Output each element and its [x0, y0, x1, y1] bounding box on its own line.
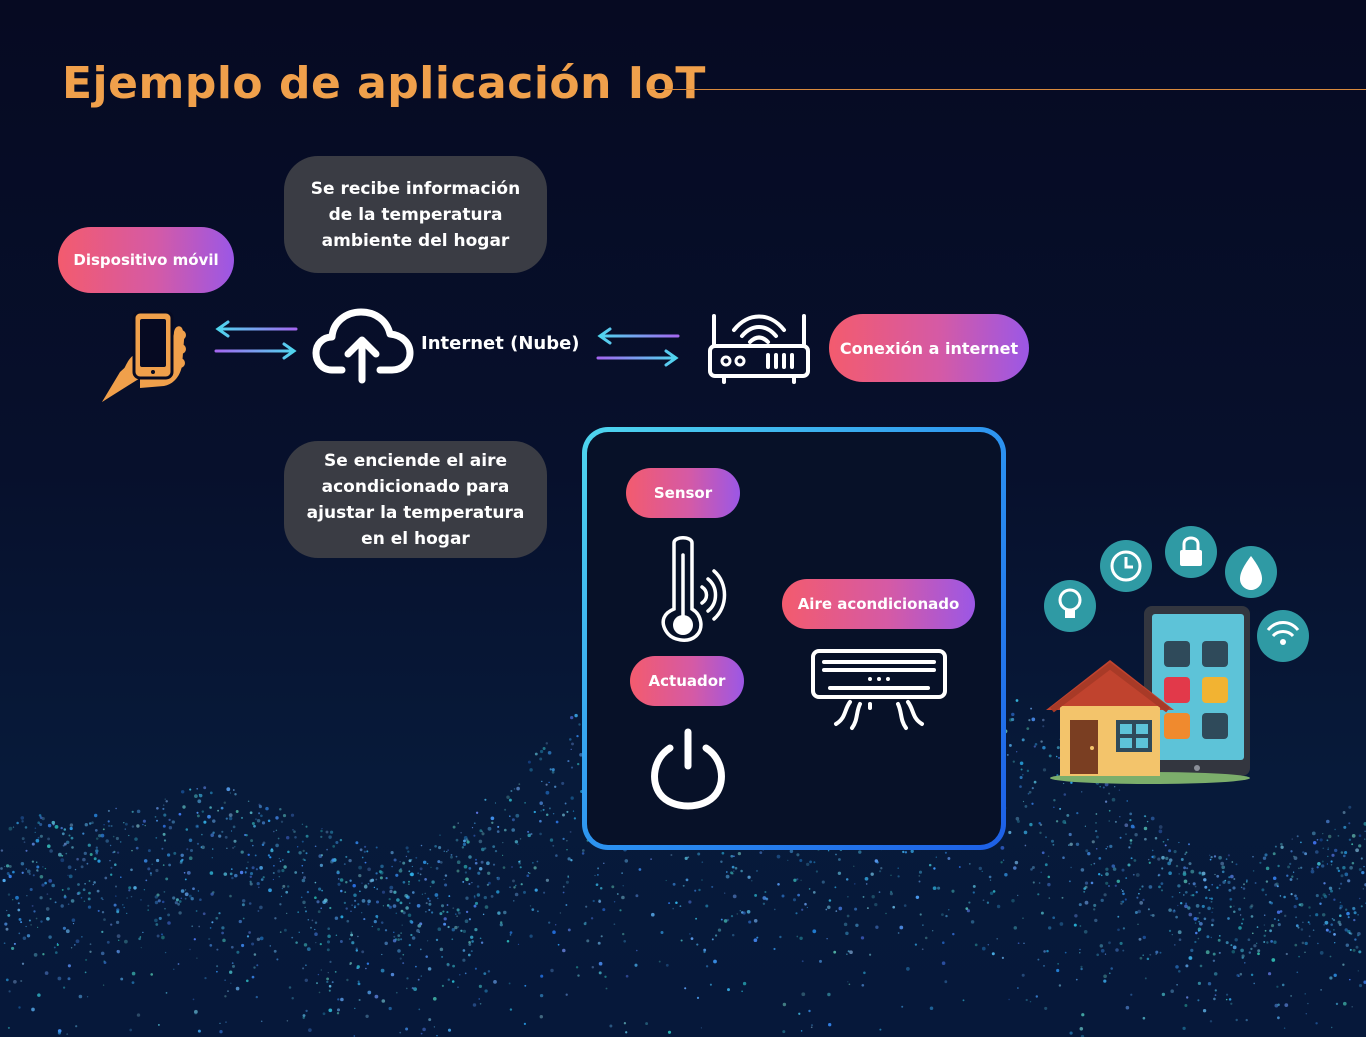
bulb-icon: [1044, 580, 1096, 632]
action-note: Se enciende el aire acondicionado para a…: [284, 441, 547, 558]
smart-home-icon: [1044, 526, 1309, 784]
clock-icon: [1100, 540, 1152, 592]
internet-cloud-label: Internet (Nube): [421, 333, 580, 354]
received-info-note: Se recibe información de la temperatura …: [284, 156, 547, 273]
air-conditioner-label: Aire acondicionado: [782, 579, 975, 629]
hand-phone-icon: [102, 310, 186, 402]
air-conditioner-icon: [811, 649, 947, 730]
router-icon: [708, 314, 810, 384]
water-drop-icon: [1225, 546, 1277, 598]
power-icon: [651, 728, 725, 810]
title-divider: [650, 89, 1366, 90]
mobile-device-label: Dispositivo móvil: [58, 227, 234, 293]
lock-icon: [1165, 526, 1217, 578]
sensor-label: Sensor: [626, 468, 740, 518]
thermometer-icon: [661, 536, 727, 642]
cloud-upload-icon: [312, 308, 414, 384]
actuator-label: Actuador: [630, 656, 744, 706]
internet-connection-label: Conexión a internet: [829, 314, 1029, 382]
page-title: Ejemplo de aplicación IoT: [62, 58, 706, 109]
exchange-arrows-icon: [214, 320, 298, 360]
action-text: Se enciende el aire acondicionado para a…: [306, 450, 525, 549]
received-info-text: Se recibe información de la temperatura …: [310, 178, 521, 251]
exchange-arrows-icon: [596, 327, 680, 367]
wifi-icon: [1257, 610, 1309, 662]
